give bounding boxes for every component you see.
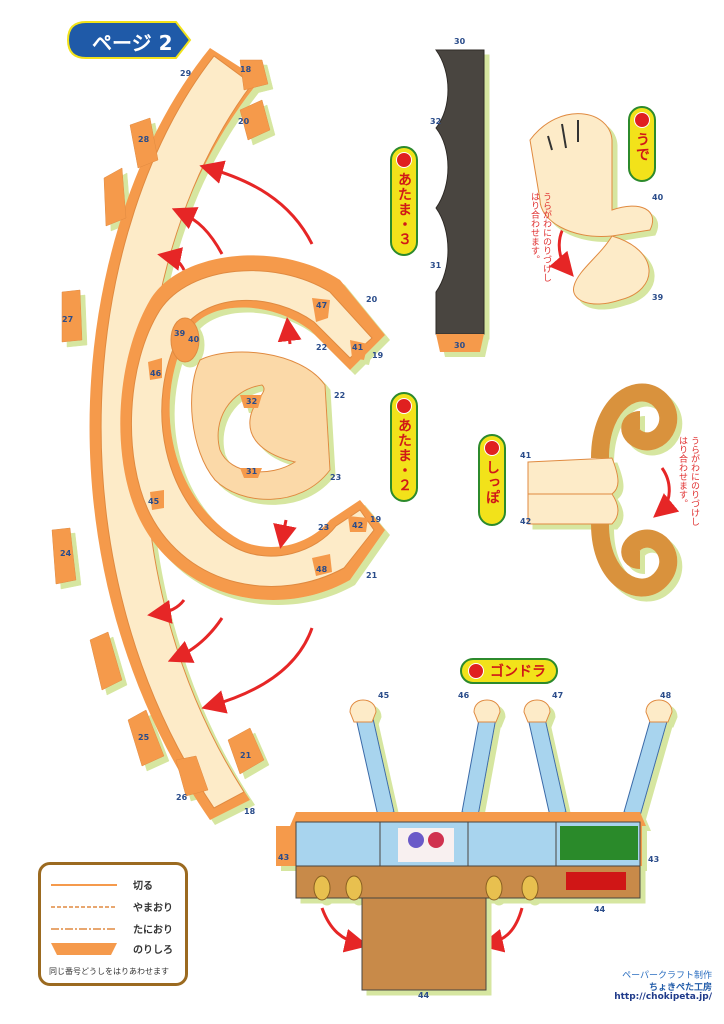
gondola-number: 46 [458, 691, 470, 700]
bullet-icon [396, 152, 412, 168]
arm-number: 40 [652, 193, 664, 202]
label-atama2: あたま・２ [390, 392, 418, 502]
arc-number: 24 [60, 549, 72, 558]
page-tab-label: ページ 2 [92, 31, 173, 55]
head2-number: 41 [352, 343, 364, 352]
big-arc-piece [51, 48, 271, 820]
gondola-number: 47 [552, 691, 563, 700]
label-shippo: しっぽ [478, 434, 506, 526]
shippo-note: うらがわにのりづけし はり合わせます。 [677, 436, 699, 526]
ude-note: うらがわにのりづけし はり合わせます。 [529, 192, 551, 282]
arc-number: 21 [240, 751, 252, 760]
head2-number: 40 [188, 335, 200, 344]
head2-number: 42 [352, 521, 363, 530]
legend-box: 切る やまおり たにおり のりしろ 同じ番号どうしをはりあわせます [38, 862, 188, 986]
label-gondora: ゴンドラ [460, 658, 558, 684]
credit-line1: ペーパークラフト制作 [622, 971, 712, 981]
bullet-icon [634, 112, 650, 128]
head2-piece [120, 255, 385, 600]
gondola-number: 43 [648, 855, 659, 864]
page-tab: ページ 2 [68, 22, 186, 58]
arc-number: 20 [238, 117, 250, 126]
gondola-number: 44 [418, 991, 430, 1000]
arc-number: 27 [62, 315, 73, 324]
legend-mountain: やまおり [51, 903, 173, 914]
arc-number: 18 [244, 807, 256, 816]
head2-number: 19 [370, 515, 382, 524]
arc-number: 18 [240, 65, 252, 74]
head2-number: 20 [366, 295, 378, 304]
arc-number: 26 [176, 793, 188, 802]
arc-number: 28 [138, 135, 150, 144]
head2-number: 31 [246, 467, 258, 476]
head3-piece [435, 49, 485, 352]
legend-footer: 同じ番号どうしをはりあわせます [49, 967, 169, 976]
gondola-piece [276, 699, 673, 991]
gondola-number: 48 [660, 691, 672, 700]
head2-number: 39 [174, 329, 186, 338]
page-tab-shape [66, 21, 192, 59]
head2-number: 22 [334, 391, 345, 400]
arc-number: 29 [180, 69, 192, 78]
gondola-number: 45 [378, 691, 390, 700]
bullet-icon [396, 398, 412, 414]
head2-number: 32 [246, 397, 257, 406]
head2-number: 45 [148, 497, 160, 506]
legend-valley: たにおり [51, 925, 173, 936]
head2-number: 47 [316, 301, 327, 310]
head3-number: 31 [430, 261, 442, 270]
head2-number: 19 [372, 351, 384, 360]
tail-piece [527, 383, 678, 597]
label-atama3: あたま・３ [390, 146, 418, 256]
credit-url[interactable]: http://chokipeta.jp/ [614, 992, 712, 1002]
head3-number: 30 [454, 341, 466, 350]
head2-number: 46 [150, 369, 162, 378]
legend-glue: のりしろ [51, 941, 185, 957]
tail-number: 41 [520, 451, 532, 460]
legend-cut: 切る [51, 881, 153, 892]
arm-piece [529, 113, 653, 305]
tail-number: 42 [520, 517, 531, 526]
head3-number: 32 [430, 117, 441, 126]
arm-number: 39 [652, 293, 664, 302]
head2-number: 21 [366, 571, 378, 580]
head2-number: 23 [318, 523, 329, 532]
bullet-icon [484, 440, 500, 456]
credit-logo: ちょきぺた工房 [648, 983, 712, 993]
head3-number: 30 [454, 37, 466, 46]
head2-number: 22 [316, 343, 327, 352]
label-ude: うで [628, 106, 656, 182]
gondola-number: 44 [594, 905, 606, 914]
part-numbers: 29 18 20 28 27 24 25 21 26 18 20 47 22 4… [60, 37, 672, 1000]
gondola-number: 43 [278, 853, 289, 862]
head2-number: 48 [316, 565, 328, 574]
head2-number: 23 [330, 473, 341, 482]
bullet-icon [468, 663, 484, 679]
arc-number: 25 [138, 733, 150, 742]
fold-arrows [147, 160, 680, 953]
